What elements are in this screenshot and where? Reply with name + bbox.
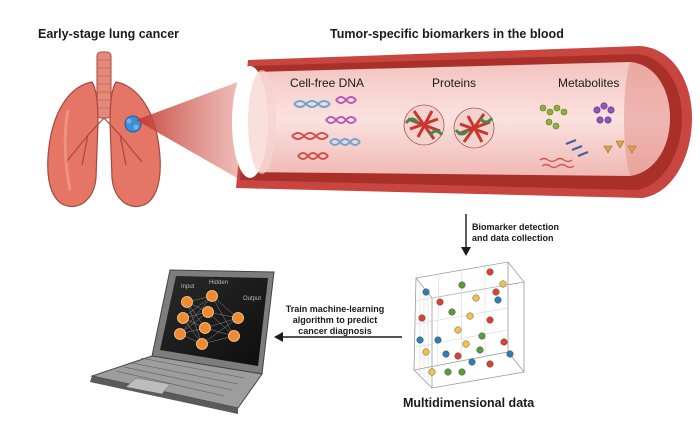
lungs-icon <box>47 51 161 208</box>
scatter-point <box>416 336 424 344</box>
dna-icon <box>291 96 361 160</box>
scatter-point <box>448 308 456 316</box>
nn-node <box>199 322 211 334</box>
nn-node <box>232 312 244 324</box>
protein-icon <box>403 104 495 149</box>
metabolites-label: Metabolites <box>558 76 620 90</box>
scatter-point <box>442 350 450 358</box>
multidimensional-data-label: Multidimensional data <box>403 396 535 410</box>
scatter-point <box>418 314 426 322</box>
scatter-point <box>458 281 466 289</box>
nn-edge <box>182 295 213 319</box>
blood-biomarkers-title: Tumor-specific biomarkers in the blood <box>330 27 564 41</box>
scatter-point <box>436 298 444 306</box>
scatter-point <box>422 288 430 296</box>
nn-node <box>174 328 186 340</box>
detection-line-2: and data collection <box>472 233 554 243</box>
scatter-point <box>500 338 508 346</box>
scatter-cube-icon <box>413 261 525 389</box>
scatter-point <box>478 332 486 340</box>
nn-edge <box>179 295 213 335</box>
nn-node <box>181 296 193 308</box>
nn-edge <box>211 295 235 337</box>
scatter-point <box>486 360 494 368</box>
scatter-point <box>468 358 476 366</box>
train-line-1: Train machine-learning <box>285 304 385 314</box>
scatter-point <box>444 368 452 376</box>
scatter-point <box>454 326 462 334</box>
scatter-point <box>486 316 494 324</box>
neural-network-icon <box>174 290 244 350</box>
scatter-point <box>486 268 494 276</box>
metabolite-icon <box>539 102 637 169</box>
nn-edge <box>179 311 209 335</box>
scatter-point <box>428 368 436 376</box>
detection-caption: Biomarker detection and data collection <box>472 222 592 244</box>
arrow-down-icon <box>461 214 471 256</box>
scatter-point <box>462 340 470 348</box>
scatter-point <box>458 368 466 376</box>
scatter-point <box>494 296 502 304</box>
nn-hidden-label: Hidden <box>209 280 229 286</box>
scatter-point <box>499 280 507 288</box>
nn-node <box>202 306 214 318</box>
scatter-point <box>466 312 474 320</box>
scatter-point <box>472 294 480 302</box>
scatter-point <box>454 352 462 360</box>
scatter-point <box>506 350 514 358</box>
nn-edge <box>201 317 239 345</box>
scatter-point <box>422 348 430 356</box>
train-line-3: cancer diagnosis <box>298 326 372 336</box>
tumor-icon <box>124 115 142 133</box>
train-line-2: algorithm to predict <box>292 315 378 325</box>
proteins-label: Proteins <box>432 76 477 90</box>
nn-node <box>196 338 208 350</box>
nn-input-label: Input <box>181 284 195 290</box>
lung-title: Early-stage lung cancer <box>38 27 180 41</box>
detection-line-1: Biomarker detection <box>472 222 560 232</box>
nn-node <box>177 312 189 324</box>
nn-output-label: Output <box>243 296 262 302</box>
scatter-point <box>476 346 484 354</box>
train-caption: Train machine-learning algorithm to pred… <box>279 304 391 337</box>
cell-free-dna-label: Cell-free DNA <box>290 76 365 90</box>
nn-node <box>228 330 240 342</box>
nn-node <box>206 290 218 302</box>
scatter-point <box>434 336 442 344</box>
laptop-icon <box>90 269 275 414</box>
arrow-left-icon <box>274 332 402 342</box>
scatter-point <box>492 288 500 296</box>
